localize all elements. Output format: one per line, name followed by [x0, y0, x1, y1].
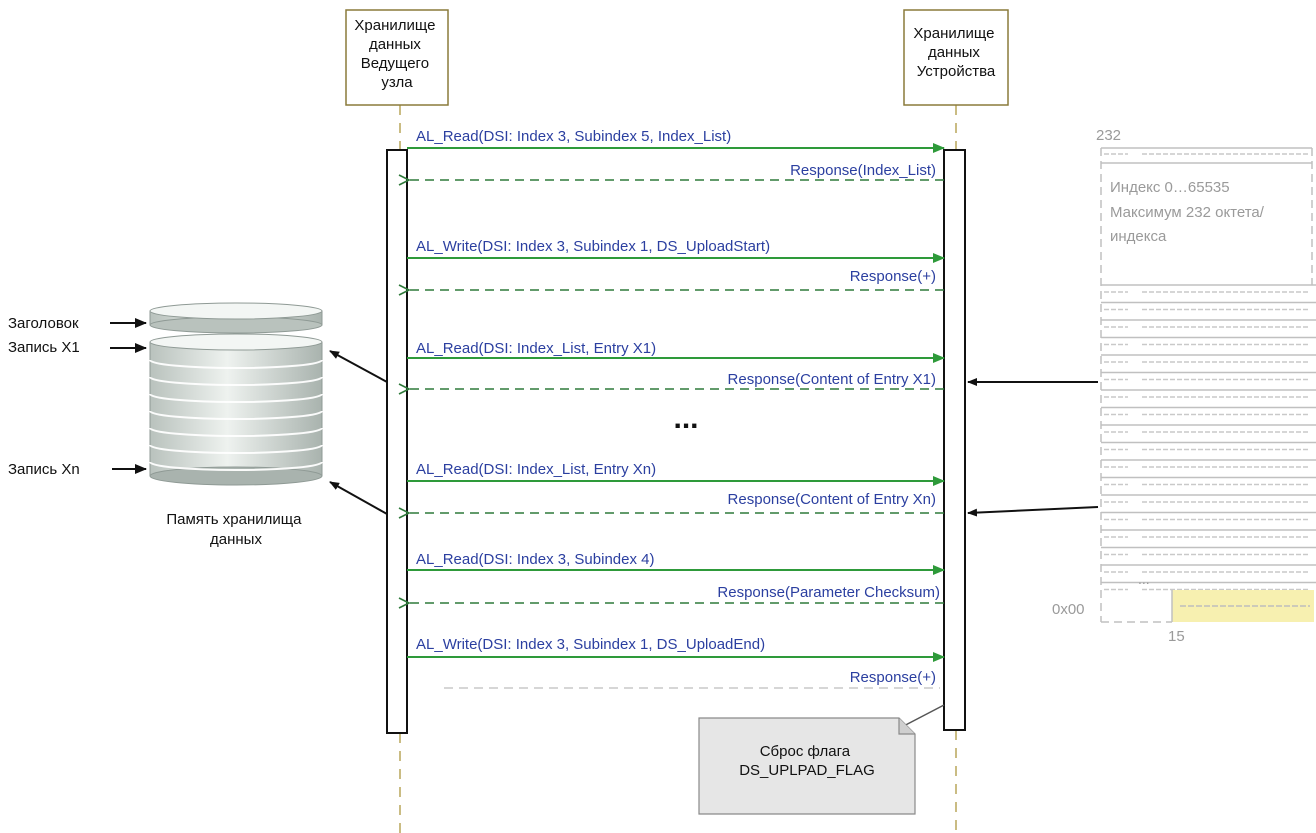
storage-write-arrow-2 — [329, 481, 388, 515]
msg-4-label: Response(+) — [850, 268, 936, 285]
lifeline-master-title: Хранилище данных Ведущего узла — [354, 17, 439, 91]
memory-map-highlight-cell — [1172, 590, 1314, 622]
note-reset-flag: Сброс флага DS_UPLPAD_FLAG — [698, 704, 945, 815]
lifeline-device-title-line-2: данных — [928, 44, 980, 61]
activation-master — [386, 149, 408, 734]
lifeline-device-box — [903, 9, 1009, 106]
storage-band-7 — [149, 461, 323, 471]
lifeline-device: Хранилище данных Устройства — [903, 9, 1009, 833]
msg-9-label: AL_Read(DSI: Index 3, Subindex 4) — [416, 551, 654, 568]
msg-11-label: AL_Write(DSI: Index 3, Subindex 1, DS_Up… — [416, 636, 765, 653]
msg-12-label: Response(+) — [850, 669, 936, 686]
messages-ellipsis: ... — [673, 402, 698, 435]
storage-record-first-label: Запись X1 — [8, 339, 80, 356]
lifeline-master-title-line-2: данных — [369, 36, 421, 53]
storage-top — [149, 333, 323, 351]
storage-band-1 — [149, 359, 323, 369]
storage-header-disk-top — [149, 302, 323, 320]
storage-memory: Заголовок Запись X1 Запись Xn Память хра… — [8, 302, 388, 548]
memory-map-ellipsis: ... — [1138, 571, 1150, 587]
memory-read-arrow-2 — [967, 506, 1099, 517]
note-text-line-1: Сброс флага — [760, 743, 851, 760]
activation-device — [943, 149, 966, 731]
msg-5-label: AL_Read(DSI: Index_List, Entry X1) — [416, 340, 656, 357]
note-box — [698, 717, 916, 815]
lifeline-device-title-line-1: Хранилище — [913, 25, 994, 42]
memory-map-address-label: 0x00 — [1052, 601, 1085, 618]
storage-caption: Память хранилища данных — [166, 511, 305, 548]
lifeline-master-box — [345, 9, 449, 106]
msg-6-label: Response(Content of Entry X1) — [728, 371, 936, 388]
storage-caption-line-2: данных — [210, 531, 262, 548]
lifeline-device-title-line-3: Устройства — [917, 63, 996, 80]
storage-band-6 — [149, 444, 323, 454]
storage-band-3 — [149, 393, 323, 403]
note-fold — [898, 718, 915, 735]
storage-header-label: Заголовок — [8, 315, 79, 332]
storage-band-5 — [149, 427, 323, 437]
memory-map-desc-line-1: Индекс 0…65535 — [1110, 179, 1230, 196]
note-text: Сброс флага DS_UPLPAD_FLAG — [739, 743, 875, 779]
lifeline-master-title-line-4: узла — [381, 74, 413, 91]
storage-bottom — [149, 466, 323, 486]
storage-write-arrow-1 — [329, 350, 388, 383]
memory-map-top-label: 232 — [1096, 127, 1121, 144]
lifeline-device-title: Хранилище данных Устройства — [913, 25, 998, 80]
msg-7-label: AL_Read(DSI: Index_List, Entry Xn) — [416, 461, 656, 478]
msg-8-label: Response(Content of Entry Xn) — [728, 491, 936, 508]
memory-map: 232 Индекс 0…65535 Максимум 232 октета/ … — [967, 127, 1316, 645]
storage-caption-line-1: Память хранилища — [166, 511, 302, 528]
lifeline-master-title-line-1: Хранилище — [354, 17, 435, 34]
lifeline-master: Хранилище данных Ведущего узла — [345, 9, 449, 833]
msg-1-label: AL_Read(DSI: Index 3, Subindex 5, Index_… — [416, 128, 731, 145]
memory-map-desc-line-3: индекса — [1110, 228, 1167, 245]
msg-10-label: Response(Parameter Checksum) — [717, 584, 940, 601]
msg-3-label: AL_Write(DSI: Index 3, Subindex 1, DS_Up… — [416, 238, 770, 255]
lifeline-master-title-line-3: Ведущего — [361, 55, 429, 72]
messages: AL_Read(DSI: Index 3, Subindex 5, Index_… — [407, 128, 945, 689]
memory-map-bottom-label: 15 — [1168, 628, 1185, 645]
storage-band-4 — [149, 410, 323, 420]
memory-map-desc-line-2: Максимум 232 октета/ — [1110, 204, 1265, 221]
storage-band-2 — [149, 376, 323, 386]
memory-map-grid — [1101, 147, 1316, 591]
storage-record-bands — [149, 359, 323, 471]
msg-2-label: Response(Index_List) — [790, 162, 936, 179]
storage-body — [150, 342, 322, 476]
note-text-line-2: DS_UPLPAD_FLAG — [739, 762, 875, 779]
storage-record-last-label: Запись Xn — [8, 461, 80, 478]
